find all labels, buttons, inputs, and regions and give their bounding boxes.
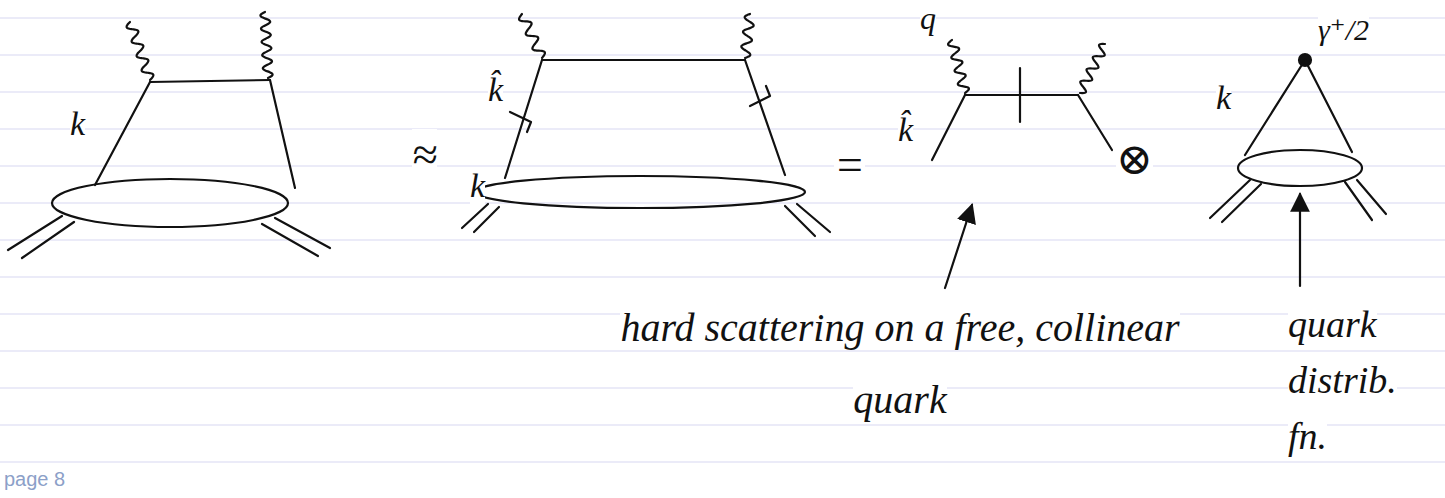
pointer-arrow: [1299, 194, 1301, 286]
convolution-symbol-text: ⊗: [1116, 135, 1153, 184]
quark-line: [505, 60, 542, 178]
momentum-label: k: [1216, 78, 1242, 123]
ruled-line: [0, 54, 1445, 55]
quark-line: [542, 59, 745, 61]
ruled-line: [0, 424, 1445, 425]
ruled-line: [0, 17, 1445, 18]
ruled-line: [0, 128, 1445, 129]
page-number-text: page 8: [4, 468, 65, 490]
momentum-label-text: q: [920, 0, 936, 36]
ruled-line: [0, 276, 1445, 277]
photon-line: [741, 14, 753, 58]
final-state-cut: [1019, 68, 1021, 122]
quark-line: [965, 94, 1078, 96]
quark-line: [95, 82, 150, 185]
relation-symbol-text: =: [834, 139, 865, 190]
hadron-lines: [1345, 180, 1386, 220]
hadron-lines: [785, 204, 830, 236]
operator-label: γ⁺/2: [1318, 12, 1408, 52]
momentum-label-text: k: [1216, 79, 1231, 116]
momentum-label: k: [470, 166, 496, 211]
momentum-label-text: k̂: [898, 111, 913, 148]
relation-symbol: =: [834, 138, 870, 201]
bracket: [510, 112, 531, 132]
hadron-blob: [52, 179, 288, 227]
hadron-blob: [1238, 150, 1362, 186]
momentum-label: k: [70, 104, 100, 149]
relation-symbol: ≈: [412, 128, 452, 191]
momentum-label: k̂: [898, 110, 924, 155]
ruled-line: [0, 239, 1445, 240]
photon-line: [260, 12, 272, 78]
relation-symbol-text: ≈: [412, 129, 437, 180]
bracket: [750, 86, 770, 106]
operator-label-text: γ⁺/2: [1318, 13, 1369, 46]
quark-line: [745, 60, 785, 175]
momentum-label-text: k̂: [488, 71, 503, 108]
page-number: page 8: [4, 468, 124, 492]
quark-line: [1245, 60, 1305, 155]
quark-line: [1305, 60, 1352, 152]
hadron-lines: [1210, 180, 1261, 222]
ruled-line: [0, 350, 1445, 351]
hadron-blob: [475, 176, 805, 208]
quark-line: [1078, 95, 1112, 150]
annotation-text: hard scattering on a free, collinear qua…: [620, 305, 1179, 422]
photon-line: [948, 40, 969, 93]
ruled-line: [0, 461, 1445, 462]
quark-line: [270, 80, 295, 188]
quark-line: [150, 80, 270, 82]
ruled-line: [0, 165, 1445, 166]
hadron-lines: [262, 218, 330, 256]
hadron-lines: [8, 216, 74, 258]
ruled-lines: [0, 18, 1445, 462]
annotation-text: quark distrib. fn.: [1288, 303, 1397, 457]
convolution-symbol: ⊗: [1116, 134, 1156, 194]
momentum-label: q: [920, 0, 946, 42]
ruled-line: [0, 202, 1445, 203]
photon-line: [519, 14, 545, 58]
photon-line: [127, 22, 154, 80]
ruled-line: [0, 387, 1445, 388]
hadron-lines: [462, 204, 499, 232]
quark-line: [932, 95, 965, 160]
momentum-label-text: k: [470, 167, 485, 204]
photon-line: [1080, 44, 1105, 93]
annotation: hard scattering on a free, collinear qua…: [620, 296, 1180, 440]
momentum-label-text: k: [70, 105, 85, 142]
annotation: quark distrib. fn.: [1288, 300, 1438, 468]
momentum-label: k̂: [488, 70, 512, 115]
pointer-arrow: [945, 205, 972, 288]
